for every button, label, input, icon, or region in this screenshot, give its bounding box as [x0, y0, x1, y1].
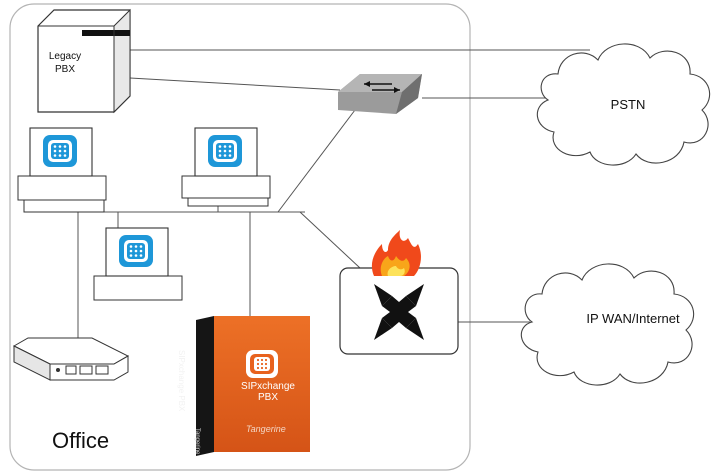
legacy-pbx-label-line2: PBX: [54, 64, 75, 75]
office-label: Office: [52, 428, 110, 453]
pstn-cloud-icon: [536, 43, 711, 166]
sipxchange-pbx-box: [196, 316, 310, 456]
flame-icon: [371, 230, 421, 276]
connection-lines: [24, 49, 590, 338]
product-box-brand: Tangerine: [246, 424, 286, 434]
product-box-title: SIPxchange PBX: [228, 381, 308, 403]
network-switch-icon: [338, 74, 422, 114]
ip-phone-1: [17, 127, 107, 213]
wan-cloud-icon: [520, 263, 695, 386]
legacy-pbx-label-line1: Legacy: [48, 51, 82, 62]
ip-phone-icon: [246, 350, 278, 378]
product-box-spine-brand: Tangerine: [194, 428, 200, 455]
product-box-spine-text: SIPxchange PBX: [177, 350, 186, 412]
ip-phone-icon: [208, 135, 242, 167]
ip-phone-2: [181, 127, 271, 207]
ip-phone-icon: [43, 135, 77, 167]
pstn-label: PSTN: [610, 97, 646, 112]
firewall-icon: [339, 267, 459, 355]
ip-phone-icon: [119, 235, 153, 267]
legacy-pbx-label: Legacy PBX: [37, 50, 93, 76]
ip-phone-3: [93, 227, 183, 301]
product-box-title-line1: SIPxchange: [241, 381, 295, 392]
legacy-pbx-server: [37, 8, 131, 114]
modem-icon: [12, 337, 130, 381]
wan-label: IP WAN/Internet: [586, 311, 680, 326]
product-box-title-line2: PBX: [257, 392, 278, 403]
